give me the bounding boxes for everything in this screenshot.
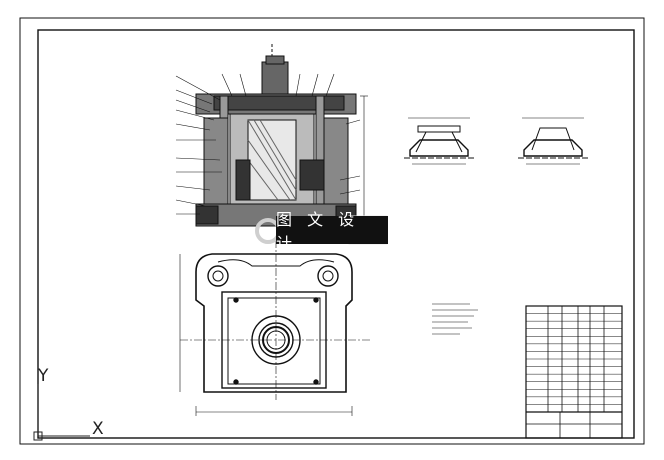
ucs-icon xyxy=(33,384,90,441)
title-block xyxy=(525,305,623,439)
sheet-inner-frame xyxy=(37,29,635,439)
plan-view xyxy=(179,240,372,416)
watermark-banner: 图 文 设 计 xyxy=(276,210,388,253)
sheet-outer-border xyxy=(19,17,645,445)
part-view-1 xyxy=(404,117,474,165)
technical-notes xyxy=(432,303,478,335)
title-block-rows xyxy=(526,313,622,405)
part-view-2 xyxy=(518,117,588,165)
section-view xyxy=(175,44,368,227)
ucs-x-label: X xyxy=(92,419,104,439)
ucs-y-label: Y xyxy=(38,366,49,386)
